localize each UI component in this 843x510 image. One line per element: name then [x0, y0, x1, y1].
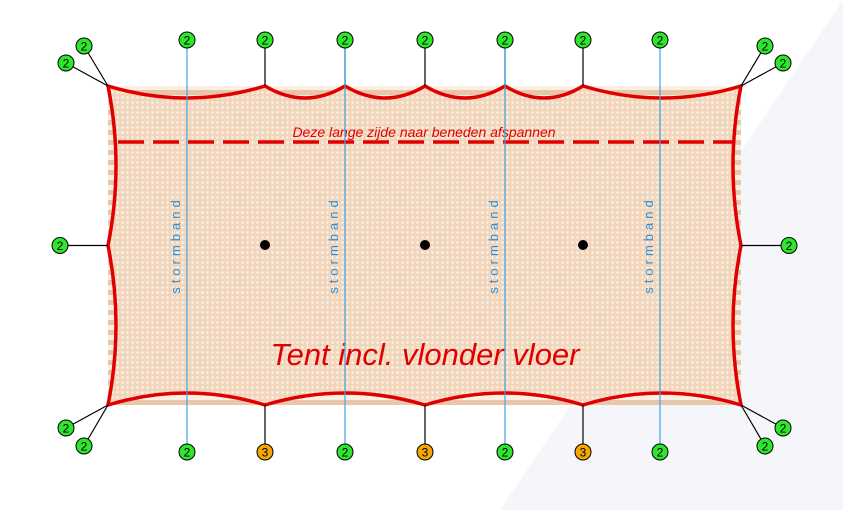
pole-dot — [420, 240, 430, 250]
anchor-circle — [651, 443, 669, 461]
anchor-value: 2 — [657, 34, 664, 48]
pole-dot — [578, 240, 588, 250]
anchor-marker: 2 — [178, 31, 196, 49]
anchor-marker: 2 — [574, 31, 592, 49]
anchor-marker: 3 — [256, 443, 274, 461]
anchor-circle — [416, 31, 434, 49]
storm-band-label: stormband — [168, 196, 183, 293]
anchor-value: 2 — [63, 422, 70, 436]
anchor-marker: 2 — [57, 54, 75, 72]
anchor-marker: 2 — [774, 54, 792, 72]
anchor-circle — [416, 443, 434, 461]
anchor-marker: 2 — [496, 443, 514, 461]
anchor-circle — [756, 37, 774, 55]
anchor-marker: 2 — [774, 419, 792, 437]
anchor-circle — [574, 443, 592, 461]
anchor-value: 2 — [502, 446, 509, 460]
anchor-value: 2 — [762, 40, 769, 54]
anchor-value: 2 — [342, 34, 349, 48]
anchor-value: 2 — [657, 446, 664, 460]
anchor-circle — [496, 443, 514, 461]
anchor-marker: 2 — [256, 31, 274, 49]
anchor-marker: 3 — [416, 443, 434, 461]
anchor-marker: 2 — [57, 419, 75, 437]
anchor-value: 2 — [63, 57, 70, 71]
anchor-marker: 2 — [178, 443, 196, 461]
anchor-marker: 2 — [336, 31, 354, 49]
storm-band-label: stormband — [326, 196, 341, 293]
anchor-circle — [75, 37, 93, 55]
anchor-circle — [336, 31, 354, 49]
anchor-circle — [51, 237, 69, 254]
anchor-circle — [75, 437, 93, 455]
anchor-marker: 2 — [75, 37, 93, 55]
instruction-text: Deze lange zijde naar beneden afspannen — [292, 124, 555, 140]
anchor-value: 2 — [580, 34, 587, 48]
anchor-value: 2 — [786, 239, 793, 253]
anchor-marker: 2 — [651, 443, 669, 461]
anchor-value: 2 — [81, 440, 88, 454]
anchor-circle — [336, 443, 354, 461]
anchor-value: 2 — [342, 446, 349, 460]
tent-label: Tent incl. vlonder vloer — [270, 337, 581, 372]
anchor-marker: 2 — [756, 437, 774, 455]
poles — [260, 240, 588, 250]
anchor-marker: 2 — [651, 31, 669, 49]
anchor-value: 2 — [57, 239, 64, 253]
anchor-value: 2 — [184, 34, 191, 48]
anchor-value: 2 — [422, 34, 429, 48]
anchor-value: 2 — [81, 40, 88, 54]
anchor-value: 2 — [762, 440, 769, 454]
pole-dot — [260, 240, 270, 250]
anchor-marker: 2 — [336, 443, 354, 461]
anchor-circle — [774, 54, 792, 72]
anchor-circle — [178, 443, 196, 461]
anchor-value: 2 — [780, 57, 787, 71]
storm-bands: stormband stormband stormband stormband — [168, 40, 661, 452]
anchor-circle — [774, 419, 792, 437]
storm-band-label: stormband — [486, 196, 501, 293]
anchor-circle — [756, 437, 774, 455]
anchor-value: 2 — [262, 34, 269, 48]
anchor-marker: 2 — [756, 37, 774, 55]
anchor-value: 3 — [262, 446, 269, 460]
anchor-circle — [780, 237, 798, 254]
anchor-circle — [574, 31, 592, 49]
anchor-marker: 3 — [574, 443, 592, 461]
anchor-circle — [496, 31, 514, 49]
anchor-marker: 2 — [496, 31, 514, 49]
storm-band-label: stormband — [641, 196, 656, 293]
anchor-value: 2 — [780, 422, 787, 436]
anchor-circle — [256, 31, 274, 49]
anchor-marker: 2 — [416, 31, 434, 49]
anchor-value: 3 — [422, 446, 429, 460]
anchor-circle — [256, 443, 274, 461]
anchor-circle — [651, 31, 669, 49]
anchor-marker: 2 — [51, 237, 69, 254]
anchor-value: 2 — [184, 446, 191, 460]
anchor-marker: 2 — [780, 237, 798, 254]
anchor-circle — [57, 54, 75, 72]
anchor-circle — [57, 419, 75, 437]
anchor-marker: 2 — [75, 437, 93, 455]
anchor-value: 3 — [580, 446, 587, 460]
anchor-circle — [178, 31, 196, 49]
anchor-value: 2 — [502, 34, 509, 48]
